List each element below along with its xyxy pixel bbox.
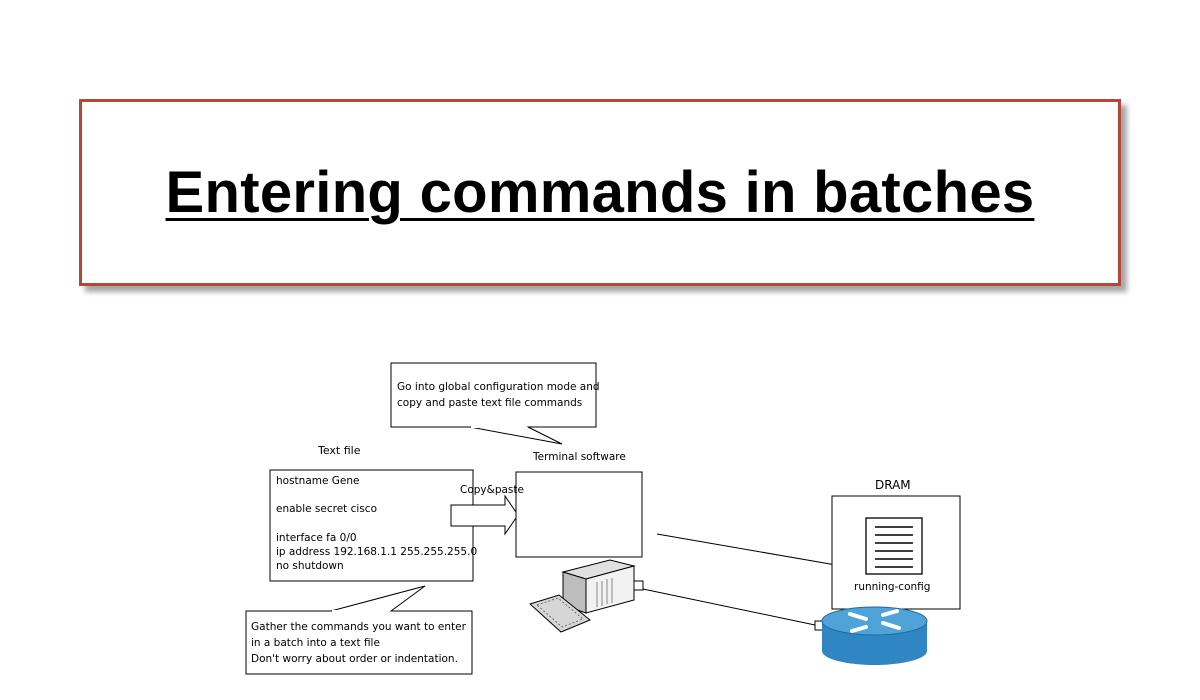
text-file-line: interface fa 0/0: [276, 531, 357, 544]
callout-bottom-line3: Don't worry about order or indentation.: [251, 653, 458, 665]
text-file-line: [276, 488, 477, 502]
text-file-content: hostname Gene enable secret cisco interf…: [276, 474, 477, 573]
router-icon: [821, 606, 928, 665]
computer-icon: [529, 559, 636, 633]
terminal-window: [515, 471, 643, 558]
callout-top-shape: [390, 362, 597, 445]
text-file-box: [269, 469, 474, 582]
terminal-software-label: Terminal software: [533, 451, 626, 463]
document-icon: [865, 517, 923, 575]
text-file-label: Text file: [318, 444, 361, 457]
text-file-line: enable secret cisco: [276, 503, 377, 516]
text-file-line: ip address 192.168.1.1 255.255.255.0: [276, 545, 478, 558]
callout-top-line1: Go into global configuration mode and: [397, 381, 600, 393]
callout-bottom-line1: Gather the commands you want to enter: [251, 621, 466, 633]
copy-paste-arrow: [450, 494, 519, 536]
slide-title: Entering commands in batches: [165, 160, 1035, 225]
callout-bottom-shape: [245, 585, 473, 675]
running-config-label: running-config: [854, 581, 931, 593]
text-file-line: [276, 517, 477, 531]
callout-bottom-line2: in a batch into a text file: [251, 637, 380, 649]
text-file-line: no shutdown: [276, 560, 344, 573]
network-cable: [633, 580, 825, 631]
text-file-line: hostname Gene: [276, 475, 360, 487]
terminal-to-dram-arrow: [656, 533, 846, 571]
callout-top-line2: copy and paste text file commands: [397, 397, 583, 409]
dram-label: DRAM: [875, 478, 911, 492]
title-banner: Entering commands in batches: [79, 99, 1121, 286]
copy-paste-label: Copy&paste: [460, 484, 524, 496]
